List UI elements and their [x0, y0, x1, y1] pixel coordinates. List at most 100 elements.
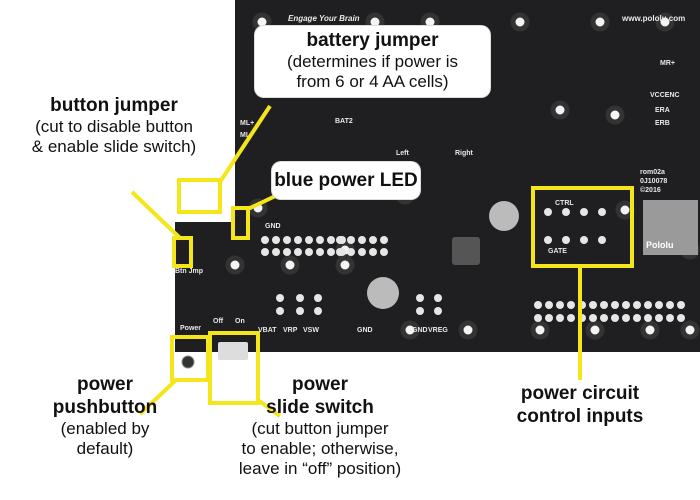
header-pad [380, 248, 388, 256]
header-pad [369, 236, 377, 244]
header-pad [677, 314, 685, 322]
mounting-hole [655, 12, 675, 32]
callout-title: pushbutton [52, 397, 158, 418]
header-pad [327, 248, 335, 256]
mounting-hole [280, 255, 300, 275]
silk-label: GATE [548, 248, 567, 255]
header-pad [276, 294, 284, 302]
silk-label: GND [265, 223, 281, 230]
rev-line: rom02a [640, 169, 665, 176]
header-pad [261, 236, 269, 244]
header-pad [655, 314, 663, 322]
header-pad [644, 314, 652, 322]
mounting-hole [585, 320, 605, 340]
battery-jumper-callout: battery jumper (determines if power is f… [255, 26, 490, 97]
header-pad [589, 301, 597, 309]
header-pad [296, 294, 304, 302]
mounting-hole [590, 12, 610, 32]
callout-text: (cut to disable button [35, 117, 193, 136]
header-pad [567, 301, 575, 309]
header-pad [580, 208, 588, 216]
header-pad [358, 236, 366, 244]
silk-website: www.pololu.com [622, 14, 686, 23]
header-pad [580, 236, 588, 244]
callout-title: power [77, 374, 133, 395]
silk-label: VCCENC [650, 92, 680, 99]
header-pad [316, 236, 324, 244]
switch-body [218, 342, 248, 360]
header-pad [314, 294, 322, 302]
mounting-hole [605, 105, 625, 125]
capacitor [367, 277, 399, 309]
header-pad [589, 314, 597, 322]
header-pad [677, 301, 685, 309]
header-pad [272, 236, 280, 244]
silk-slogan: Engage Your Brain [288, 14, 360, 23]
header-pad [347, 248, 355, 256]
button-jumper-callout: button jumper (cut to disable button & e… [0, 94, 228, 157]
header-pad [327, 236, 335, 244]
inductor [452, 237, 480, 265]
pushbutton-cap [181, 355, 195, 369]
header-pad [556, 314, 564, 322]
header-pad [600, 301, 608, 309]
silk-label: On [235, 318, 245, 325]
silk-label: Right [455, 150, 473, 157]
callout-title: battery jumper [306, 30, 439, 51]
rev-line: 0J10078 [640, 178, 668, 185]
header-pad [296, 307, 304, 315]
header-pad [611, 314, 619, 322]
header-pad [294, 236, 302, 244]
header-pad [261, 248, 269, 256]
silk-label: VBAT [258, 327, 277, 334]
mounting-hole [680, 320, 700, 340]
header-pad [416, 307, 424, 315]
callout-title: button jumper [50, 95, 178, 116]
silk-label: VRP [283, 327, 298, 334]
header-pad [556, 301, 564, 309]
blue-power-led-callout: blue power LED [272, 162, 420, 199]
header-pad [567, 314, 575, 322]
callout-text: (cut button jumper [251, 419, 389, 438]
header-pad [598, 208, 606, 216]
mounting-hole [640, 320, 660, 340]
header-pad [294, 248, 302, 256]
mounting-hole [530, 320, 550, 340]
power-pushbutton-callout: power pushbutton (enabled by default) [30, 373, 180, 459]
header-pad [336, 248, 344, 256]
silk-label: ERA [655, 107, 670, 114]
mounting-hole [510, 12, 530, 32]
capacitor [489, 201, 519, 231]
silk-label: CTRL [555, 200, 574, 207]
callout-text: leave in “off” position) [238, 459, 402, 478]
header-pad [305, 236, 313, 244]
header-pad [598, 236, 606, 244]
header-pad [272, 248, 280, 256]
mounting-hole [458, 320, 478, 340]
header-pad [545, 314, 553, 322]
header-pad [380, 236, 388, 244]
silk-label: Off [213, 318, 224, 325]
header-pad [544, 208, 552, 216]
silk-brand: Pololu [646, 240, 674, 250]
silk-label: GND [357, 327, 373, 334]
header-pad [305, 248, 313, 256]
header-pad [633, 301, 641, 309]
mounting-hole [400, 320, 420, 340]
silk-label: ERB [655, 120, 670, 127]
header-pad [434, 294, 442, 302]
header-pad [655, 301, 663, 309]
header-pad [622, 314, 630, 322]
header-pad [358, 248, 366, 256]
header-pad [276, 307, 284, 315]
header-pad [545, 301, 553, 309]
callout-text: & enable slide switch) [31, 137, 197, 156]
mounting-hole [248, 198, 268, 218]
header-pad [666, 301, 674, 309]
header-pad [416, 294, 424, 302]
silk-label: MR+ [660, 60, 675, 67]
header-pad [283, 248, 291, 256]
rev-line: ©2016 [640, 187, 661, 194]
header-pad [544, 236, 552, 244]
callout-text: (enabled by [60, 419, 150, 438]
